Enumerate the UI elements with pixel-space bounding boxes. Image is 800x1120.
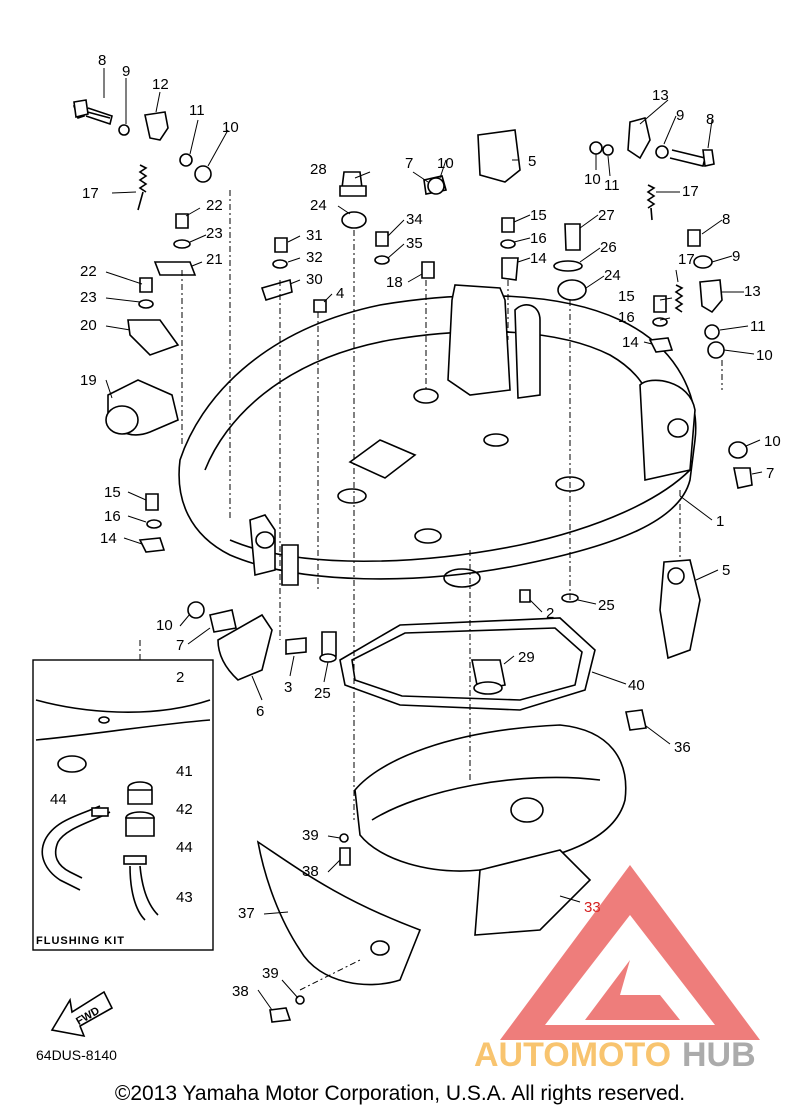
callout-20: 20 (80, 317, 97, 334)
callout-35: 35 (406, 235, 423, 252)
callout-24: 24 (310, 197, 327, 214)
callout-14: 14 (622, 334, 639, 351)
callout-9: 9 (676, 107, 684, 124)
callout-17: 17 (678, 251, 695, 268)
callout-4: 4 (336, 285, 344, 302)
callout-13: 13 (744, 283, 761, 300)
callout-8: 8 (722, 211, 730, 228)
hardware-upper-left (72, 99, 212, 436)
callout-16: 16 (530, 230, 547, 247)
callout-6: 6 (256, 703, 264, 720)
callout-14: 14 (100, 530, 117, 547)
callout-3: 3 (284, 679, 292, 696)
callout-32: 32 (306, 249, 323, 266)
callout-1: 1 (716, 513, 724, 530)
callout-10: 10 (222, 119, 239, 136)
callout-15: 15 (530, 207, 547, 224)
leader-lines (103, 68, 763, 1011)
callout-9: 9 (732, 248, 740, 265)
callout-9: 9 (122, 63, 130, 80)
callout-labels: 8 9 12 11 10 17 22 23 21 22 23 20 19 28 … (50, 52, 781, 1000)
callout-11: 11 (189, 102, 205, 119)
callout-8: 8 (706, 111, 714, 128)
callout-44: 44 (50, 791, 67, 808)
callout-30: 30 (306, 271, 323, 288)
callout-28: 28 (310, 161, 327, 178)
forward-arrow: FWD (50, 990, 114, 1038)
callout-29: 29 (518, 649, 535, 666)
callout-38: 38 (232, 983, 249, 1000)
callout-10: 10 (584, 171, 601, 188)
callout-10: 10 (156, 617, 173, 634)
callout-26: 26 (600, 239, 617, 256)
callout-16: 16 (618, 309, 635, 326)
callout-34: 34 (406, 211, 423, 228)
copyright-notice: ©2013 Yamaha Motor Corporation, U.S.A. A… (114, 1082, 686, 1105)
callout-31: 31 (306, 227, 323, 244)
callout-43: 43 (176, 889, 193, 906)
watermark-brand-part1: AUTOMOTO (474, 1036, 671, 1074)
watermark-brand-part2: HUB (682, 1036, 756, 1074)
callout-7: 7 (766, 465, 774, 482)
callout-17: 17 (82, 185, 99, 202)
callout-15: 15 (104, 484, 121, 501)
callout-10: 10 (437, 155, 454, 172)
callout-25: 25 (314, 685, 331, 702)
callout-23: 23 (80, 289, 97, 306)
lower-cover-parts (256, 617, 627, 986)
callout-5: 5 (722, 562, 730, 579)
callout-44: 44 (176, 839, 193, 856)
callout-7: 7 (176, 637, 184, 654)
callout-40: 40 (628, 677, 645, 694)
callout-25: 25 (598, 597, 615, 614)
callout-22: 22 (206, 197, 223, 214)
flushing-kit-title: FLUSHING KIT (36, 935, 125, 947)
callout-10: 10 (764, 433, 781, 450)
hardware-upper-middle (260, 129, 521, 313)
callout-14: 14 (530, 250, 547, 267)
callout-41: 41 (176, 763, 193, 780)
callout-11: 11 (750, 318, 766, 335)
callout-42: 42 (176, 801, 193, 818)
diagram-code: 64DUS-8140 (36, 1047, 117, 1063)
callout-39: 39 (302, 827, 319, 844)
callout-18: 18 (386, 274, 403, 291)
callout-5: 5 (528, 153, 536, 170)
callout-15: 15 (618, 288, 635, 305)
callout-7: 7 (405, 155, 413, 172)
callout-39: 39 (262, 965, 279, 982)
callout-36: 36 (674, 739, 691, 756)
bottom-cowling-part (178, 284, 697, 588)
callout-24: 24 (604, 267, 621, 284)
callout-38: 38 (302, 863, 319, 880)
callout-2: 2 (546, 605, 554, 622)
flushing-kit-box: FLUSHING KIT (32, 659, 214, 951)
callout-37: 37 (238, 905, 255, 922)
callout-19: 19 (80, 372, 97, 389)
callout-23: 23 (206, 225, 223, 242)
callout-8: 8 (98, 52, 106, 69)
hardware-upper-right (500, 117, 753, 489)
callout-10: 10 (756, 347, 773, 364)
callout-17: 17 (682, 183, 699, 200)
watermark-triangle-logo (500, 865, 760, 1040)
callout-12: 12 (152, 76, 169, 93)
callout-16: 16 (104, 508, 121, 525)
automotohub-watermark: AUTOMOTO HUB (474, 865, 760, 1074)
callout-22: 22 (80, 263, 97, 280)
callout-21: 21 (206, 251, 223, 268)
callout-11: 11 (604, 177, 620, 194)
callout-2: 2 (176, 669, 184, 686)
callout-13: 13 (652, 87, 669, 104)
callout-27: 27 (598, 207, 615, 224)
